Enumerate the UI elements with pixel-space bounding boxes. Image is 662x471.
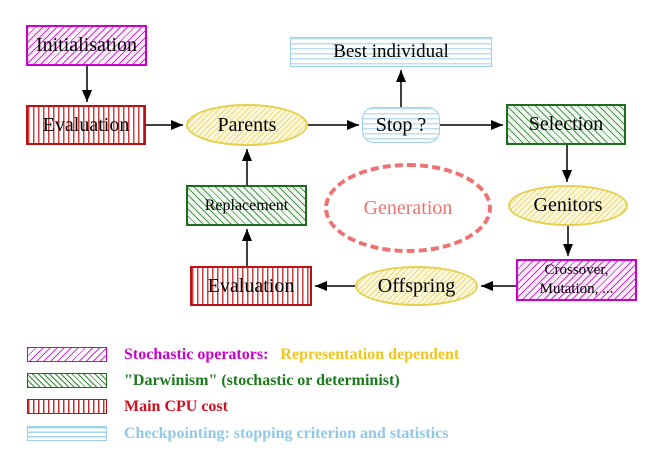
crossover-line1: Crossover, [544, 262, 609, 279]
legend-label-representation-dependent: Representation dependent [280, 346, 460, 363]
legend-swatch-checkpointing [27, 426, 107, 441]
node-selection: Selection [506, 104, 626, 145]
node-genitors: Genitors [508, 185, 628, 226]
node-best-individual: Best individual [290, 37, 492, 67]
generation-cycle-ellipse: Generation [324, 163, 492, 253]
crossover-line2: Mutation, ... [539, 281, 614, 297]
legend-swatch-darwinism [27, 373, 107, 388]
node-evaluation-bottom: Evaluation [190, 266, 312, 306]
node-offspring: Offspring [355, 266, 478, 306]
legend-label-main-cpu-cost: Main CPU cost [124, 398, 228, 415]
legend-label-stochastic-text: Stochastic operators: [124, 346, 269, 363]
legend-label-stochastic-operators: Stochastic operators: Representation depe… [124, 346, 459, 364]
node-stop: Stop ? [362, 107, 440, 143]
node-parents: Parents [186, 104, 308, 146]
legend-label-checkpointing: Checkpointing: stopping criterion and st… [124, 425, 449, 442]
node-initialisation: Initialisation [26, 25, 147, 66]
node-evaluation-top: Evaluation [26, 105, 146, 145]
legend-label-darwinism: "Darwinism" (stochastic or determinist) [124, 372, 400, 389]
node-crossover-mutation: Crossover, Mutation, ... [516, 259, 637, 301]
node-replacement: Replacement [186, 185, 307, 226]
legend-swatch-stochastic-operators [27, 347, 107, 362]
legend-swatch-main-cpu-cost [27, 399, 107, 414]
